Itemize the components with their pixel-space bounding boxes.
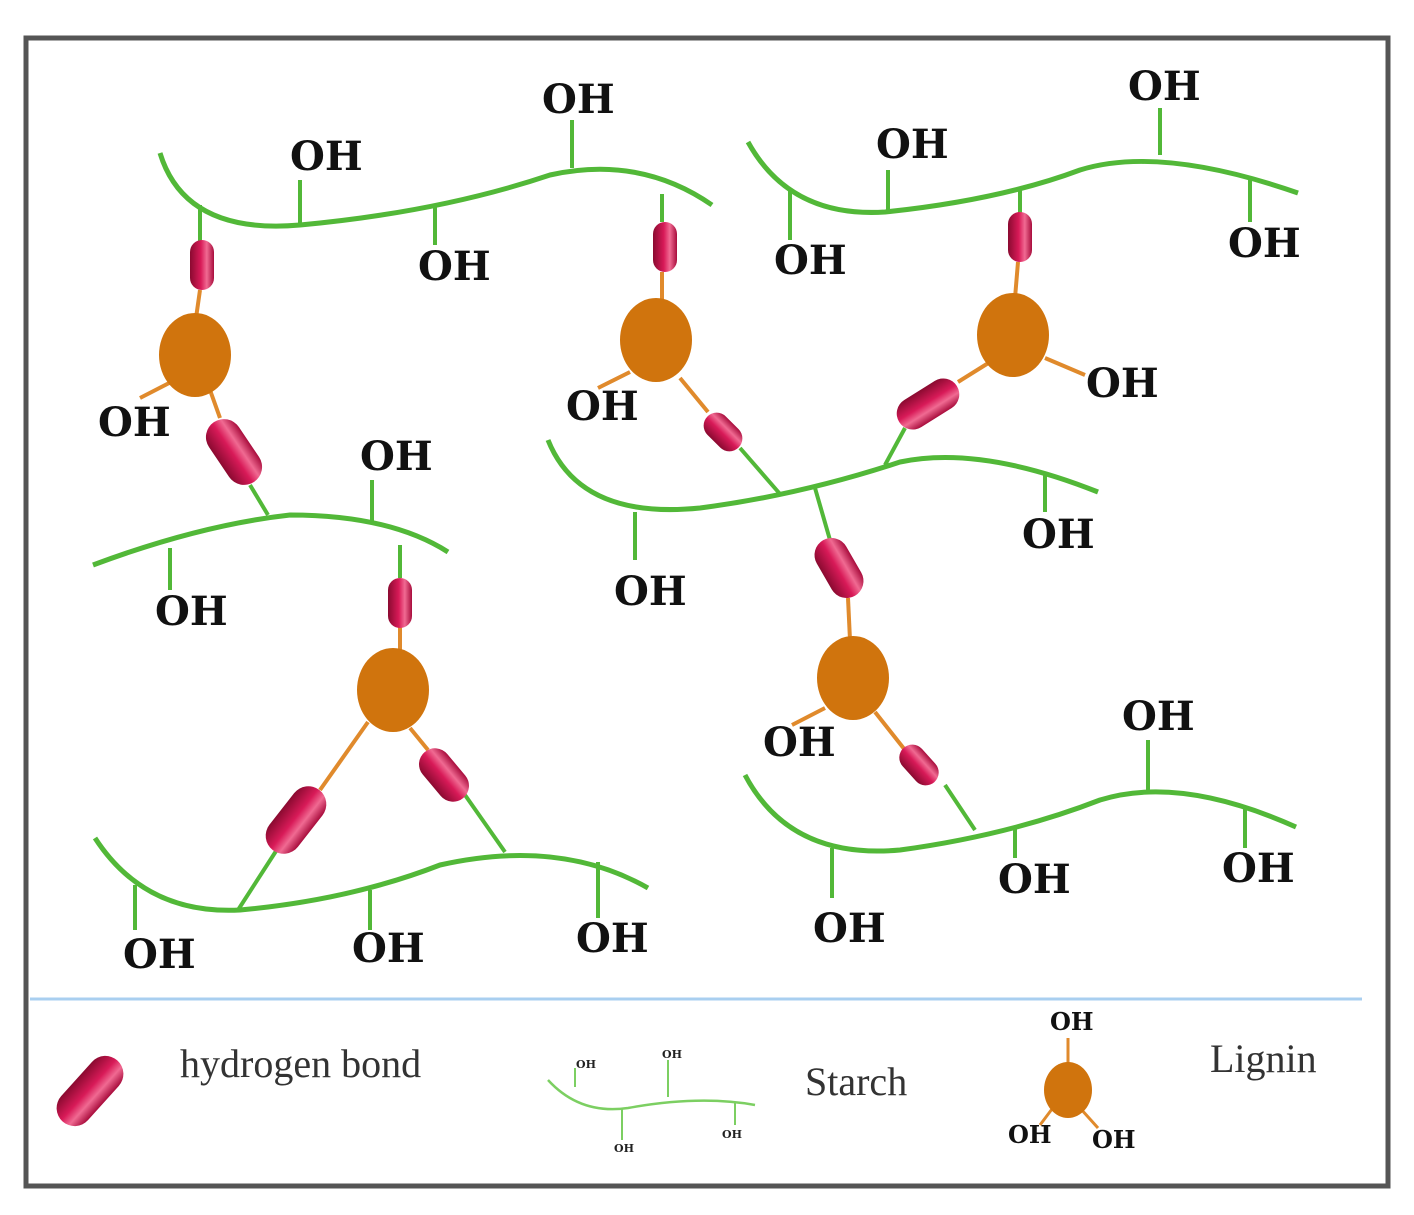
hydrogen-bond-capsule xyxy=(896,378,960,430)
hydroxyl-label: OH xyxy=(542,76,615,123)
hydroxyl-label: OH xyxy=(418,243,491,290)
hydrogen-bond-capsule xyxy=(265,786,327,854)
legend-hydrogen-bond-label: hydrogen bond xyxy=(180,1041,421,1086)
lignin-unit-4 xyxy=(318,622,430,792)
legend-hydrogen-bond: hydrogen bond xyxy=(56,1041,421,1127)
hydroxyl-label: OH xyxy=(123,931,196,978)
starch-icon-backbone xyxy=(547,1079,756,1111)
hydrogen-bond-capsule xyxy=(899,744,939,786)
legend-lignin-label: Lignin xyxy=(1210,1036,1317,1081)
svg-text:OH: OH xyxy=(1050,1007,1094,1036)
legend-starch-label: Starch xyxy=(805,1059,907,1104)
hydrogen-bond-capsule xyxy=(205,419,263,485)
svg-text:OH: OH xyxy=(1092,1125,1136,1154)
starch-chain-5: OH OH OH xyxy=(92,793,650,978)
hydroxyl-label: OH xyxy=(763,719,836,766)
hydroxyl-label: OH xyxy=(98,399,171,446)
starch-backbone xyxy=(92,836,650,913)
hydroxyl-label: OH xyxy=(566,383,639,430)
figure-frame xyxy=(23,35,1391,1189)
starch-chain-4: OH OH xyxy=(545,427,1099,615)
bond-stem xyxy=(463,793,507,854)
hydrogen-bond-capsules xyxy=(190,212,1032,854)
hydroxyl-label: OH xyxy=(1228,220,1301,267)
hydrogen-bond-capsule xyxy=(814,538,864,598)
bond-stem xyxy=(883,427,907,466)
hydrogen-bond-capsule xyxy=(1008,212,1032,262)
hydroxyl-label: OH xyxy=(1086,360,1159,407)
starch-backbone xyxy=(545,439,1099,513)
hydroxyl-label: OH xyxy=(998,856,1071,903)
hydroxyl-label: OH xyxy=(576,915,649,962)
bond-stem xyxy=(738,446,782,496)
hydroxyl-label: OH xyxy=(290,133,363,180)
starch-chain-6: OH OH OH OH xyxy=(742,693,1298,952)
hydroxyl-label: OH xyxy=(360,433,433,480)
lignin-unit-2: OH xyxy=(566,272,710,430)
legend-lignin: OH OH OH Lignin xyxy=(1008,1007,1317,1154)
lignin-node xyxy=(977,293,1049,377)
bond-stem xyxy=(943,783,977,832)
legend-starch: OH OH OH OH Starch xyxy=(547,1048,907,1155)
hydrogen-bond-capsule xyxy=(190,240,214,290)
legend: hydrogen bond OH OH OH OH Starch OH OH O… xyxy=(56,1007,1317,1155)
bond-stem xyxy=(248,483,270,517)
lignin-icon-node xyxy=(1044,1062,1092,1118)
starch-backbone xyxy=(742,773,1298,854)
starch-chain-1: OH OH OH xyxy=(157,76,714,290)
lignin-unit-5: OH xyxy=(763,597,907,766)
hydrogen-bond-capsule xyxy=(388,578,412,628)
lignin-node xyxy=(357,648,429,732)
starch-backbone xyxy=(157,152,714,229)
hydroxyl-label: OH xyxy=(774,237,847,284)
bond-stem xyxy=(813,487,832,541)
lignin-node xyxy=(159,313,231,397)
hydrogen-bond-capsule xyxy=(419,748,469,802)
starch-backbone xyxy=(745,140,1299,215)
starch-backbone xyxy=(92,512,450,568)
hydroxyl-label: OH xyxy=(1022,511,1095,558)
hydrogen-bond-capsule xyxy=(703,412,743,452)
hydroxyl-label: OH xyxy=(1222,845,1295,892)
lignin-unit-1: OH xyxy=(98,289,231,446)
starch-chain-3: OH OH xyxy=(92,433,450,635)
svg-text:OH: OH xyxy=(662,1048,682,1061)
hydroxyl-label: OH xyxy=(155,588,228,635)
hydroxyl-label: OH xyxy=(876,121,949,168)
hydrogen-bond-capsule xyxy=(653,222,677,272)
hydroxyl-label: OH xyxy=(1122,693,1195,740)
bond-stem xyxy=(236,846,280,912)
hydroxyl-label: OH xyxy=(614,568,687,615)
svg-text:OH: OH xyxy=(614,1142,634,1155)
starch-chain-2: OH OH OH OH xyxy=(745,63,1301,284)
hydrogen-bond-capsule-icon xyxy=(56,1055,124,1127)
lignin-node xyxy=(620,298,692,382)
svg-text:OH: OH xyxy=(722,1128,742,1141)
lignin-unit-3: OH xyxy=(956,261,1159,407)
hydroxyl-label: OH xyxy=(352,925,425,972)
svg-text:OH: OH xyxy=(576,1058,596,1071)
hydroxyl-label: OH xyxy=(1128,63,1201,110)
lignin-node xyxy=(817,636,889,720)
hydroxyl-label: OH xyxy=(813,905,886,952)
svg-text:OH: OH xyxy=(1008,1120,1052,1149)
